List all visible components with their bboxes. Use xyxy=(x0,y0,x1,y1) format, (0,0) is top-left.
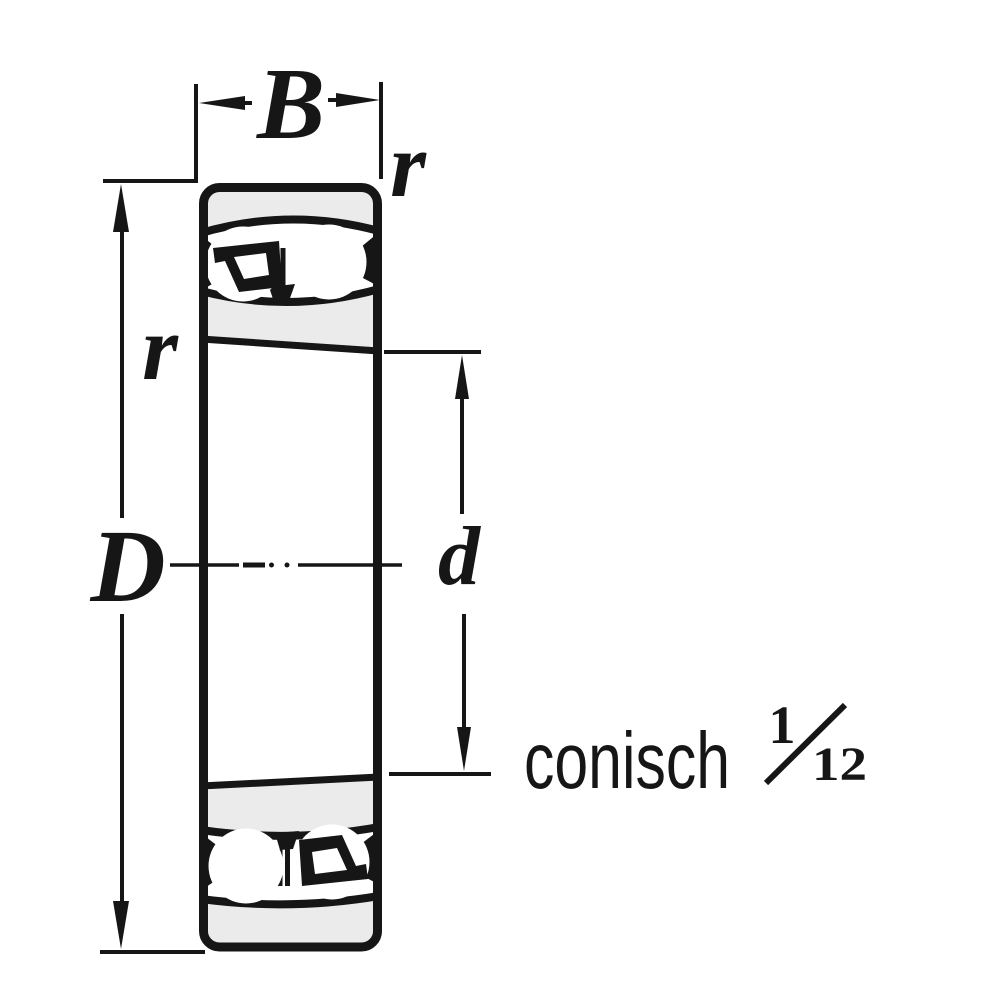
arrowhead-down-icon xyxy=(457,727,471,771)
bore-taper-line-top xyxy=(200,335,380,355)
arrowhead-right-icon xyxy=(336,93,380,107)
dimension-D: D xyxy=(89,179,205,954)
fraction-slash xyxy=(763,702,848,786)
inner-ring-section-bottom xyxy=(205,780,375,836)
fillet-radius-label-top: r xyxy=(390,114,427,216)
arrowhead-down-icon xyxy=(113,901,129,949)
bearing-outline xyxy=(199,183,382,952)
outer-ring-section-bottom xyxy=(206,898,375,943)
bearing-cross-section xyxy=(199,183,382,952)
outer-diameter-label: D xyxy=(89,509,165,624)
arrowhead-up-icon xyxy=(113,184,129,232)
width-label: B xyxy=(256,48,325,161)
ball-top-right xyxy=(291,224,367,300)
bore-diameter-label: d xyxy=(438,510,482,603)
inner-ring-section-top xyxy=(205,291,375,348)
outer-raceway-arc-bottom xyxy=(200,892,380,909)
taper-annotation: conisch 1 12 xyxy=(524,695,867,805)
fraction-numerator: 1 xyxy=(769,695,796,755)
arrowhead-left-icon xyxy=(199,96,245,110)
bore-taper-line-bottom xyxy=(200,773,380,790)
axis-centerline xyxy=(170,562,402,568)
outer-raceway-arc-top xyxy=(199,215,381,237)
dimension-B: B xyxy=(194,48,383,179)
cage-clip-icon xyxy=(299,835,368,886)
ball-bottom-left xyxy=(208,828,284,904)
fillet-radius-label-side: r xyxy=(142,297,179,399)
taper-word: conisch xyxy=(524,716,730,805)
fraction-denominator: 12 xyxy=(812,738,867,791)
dimension-d: d xyxy=(384,350,491,776)
arrowhead-up-icon xyxy=(455,355,469,399)
inner-raceway-arc-top xyxy=(200,285,381,306)
